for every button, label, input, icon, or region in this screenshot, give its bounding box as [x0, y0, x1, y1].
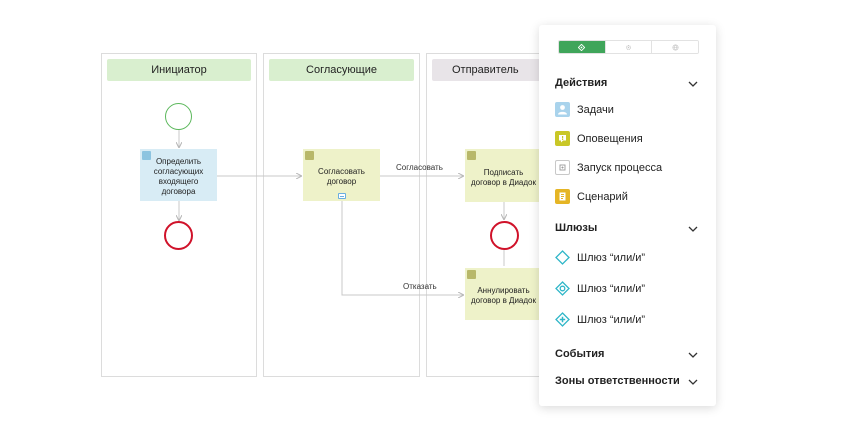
palette-item-gateway-parallel-label: Шлюз “или/и”	[577, 313, 646, 326]
task-approve-contract-label: Согласовать договор	[318, 167, 365, 186]
gateway-plus-icon	[555, 312, 570, 327]
lane-header-initiator: Инициатор	[107, 59, 251, 81]
gateway-diamond-icon	[555, 250, 570, 265]
task-define-approvers-label: Определить согласующих входящего договор…	[153, 157, 204, 196]
palette-item-gateway-parallel[interactable]: Шлюз “или/и”	[555, 312, 645, 327]
palette-item-gateway-exclusive[interactable]: Шлюз “или/и”	[555, 250, 645, 265]
edge-label-reject: Отказать	[403, 282, 437, 291]
task-cancel-contract[interactable]: Аннулировать договор в Диадок	[465, 268, 542, 320]
element-palette-panel: Действия Задачи Оповещения Запуск процес…	[539, 25, 716, 406]
tab-global[interactable]	[651, 41, 698, 53]
subprocess-icon	[337, 193, 346, 199]
palette-item-gateway-exclusive-label: Шлюз “или/и”	[577, 251, 646, 264]
palette-item-tasks-label: Задачи	[577, 103, 614, 116]
lane-initiator[interactable]: Инициатор	[101, 53, 257, 377]
panel-tabs	[558, 40, 699, 54]
globe-icon	[672, 43, 679, 51]
notification-icon	[555, 131, 570, 146]
section-gateways-title[interactable]: Шлюзы	[555, 222, 598, 234]
task-cancel-contract-label: Аннулировать договор в Диадок	[470, 286, 536, 305]
lane-sender[interactable]: Отправитель	[426, 53, 575, 377]
gateway-circle-icon	[555, 281, 570, 296]
chevron-down-icon[interactable]	[688, 379, 698, 385]
start-event[interactable]	[165, 103, 192, 130]
task-sign-contract[interactable]: Подписать договор в Диадок	[465, 149, 542, 202]
palette-item-script-label: Сценарий	[577, 190, 628, 203]
end-event-initiator[interactable]	[164, 221, 193, 250]
palette-item-notifications[interactable]: Оповещения	[555, 131, 643, 146]
section-events-title[interactable]: События	[555, 348, 605, 360]
end-event-sender[interactable]	[490, 221, 519, 250]
palette-item-gateway-inclusive[interactable]: Шлюз “или/и”	[555, 281, 645, 296]
palette-item-tasks[interactable]: Задачи	[555, 102, 614, 117]
task-sign-contract-label: Подписать договор в Диадок	[470, 167, 536, 187]
script-icon	[467, 151, 476, 160]
lane-header-approvers: Согласующие	[269, 59, 414, 81]
diamond-icon	[578, 43, 586, 51]
user-task-icon	[142, 151, 151, 160]
script-icon	[467, 270, 476, 279]
process-launch-icon	[555, 160, 570, 175]
palette-item-gateway-inclusive-label: Шлюз “или/и”	[577, 282, 646, 295]
script-icon	[555, 189, 570, 204]
task-approve-contract[interactable]: Согласовать договор	[303, 149, 380, 201]
chevron-down-icon[interactable]	[688, 352, 698, 358]
palette-item-notifications-label: Оповещения	[577, 132, 643, 145]
tab-settings[interactable]	[604, 41, 652, 53]
section-actions-title[interactable]: Действия	[555, 77, 608, 89]
section-zones-title[interactable]: Зоны ответственности	[555, 375, 680, 387]
task-define-approvers[interactable]: Определить согласующих входящего договор…	[140, 149, 217, 201]
palette-item-script[interactable]: Сценарий	[555, 189, 628, 204]
palette-item-process-launch-label: Запуск процесса	[577, 161, 663, 174]
gear-icon	[626, 44, 631, 50]
tab-elements[interactable]	[559, 41, 605, 53]
user-task-icon	[555, 102, 570, 117]
lane-approvers[interactable]: Согласующие	[263, 53, 420, 377]
chevron-down-icon[interactable]	[688, 81, 698, 87]
edge-label-agree: Согласовать	[396, 163, 443, 172]
chevron-down-icon[interactable]	[688, 226, 698, 232]
script-icon	[305, 151, 314, 160]
palette-item-process-launch[interactable]: Запуск процесса	[555, 160, 662, 175]
